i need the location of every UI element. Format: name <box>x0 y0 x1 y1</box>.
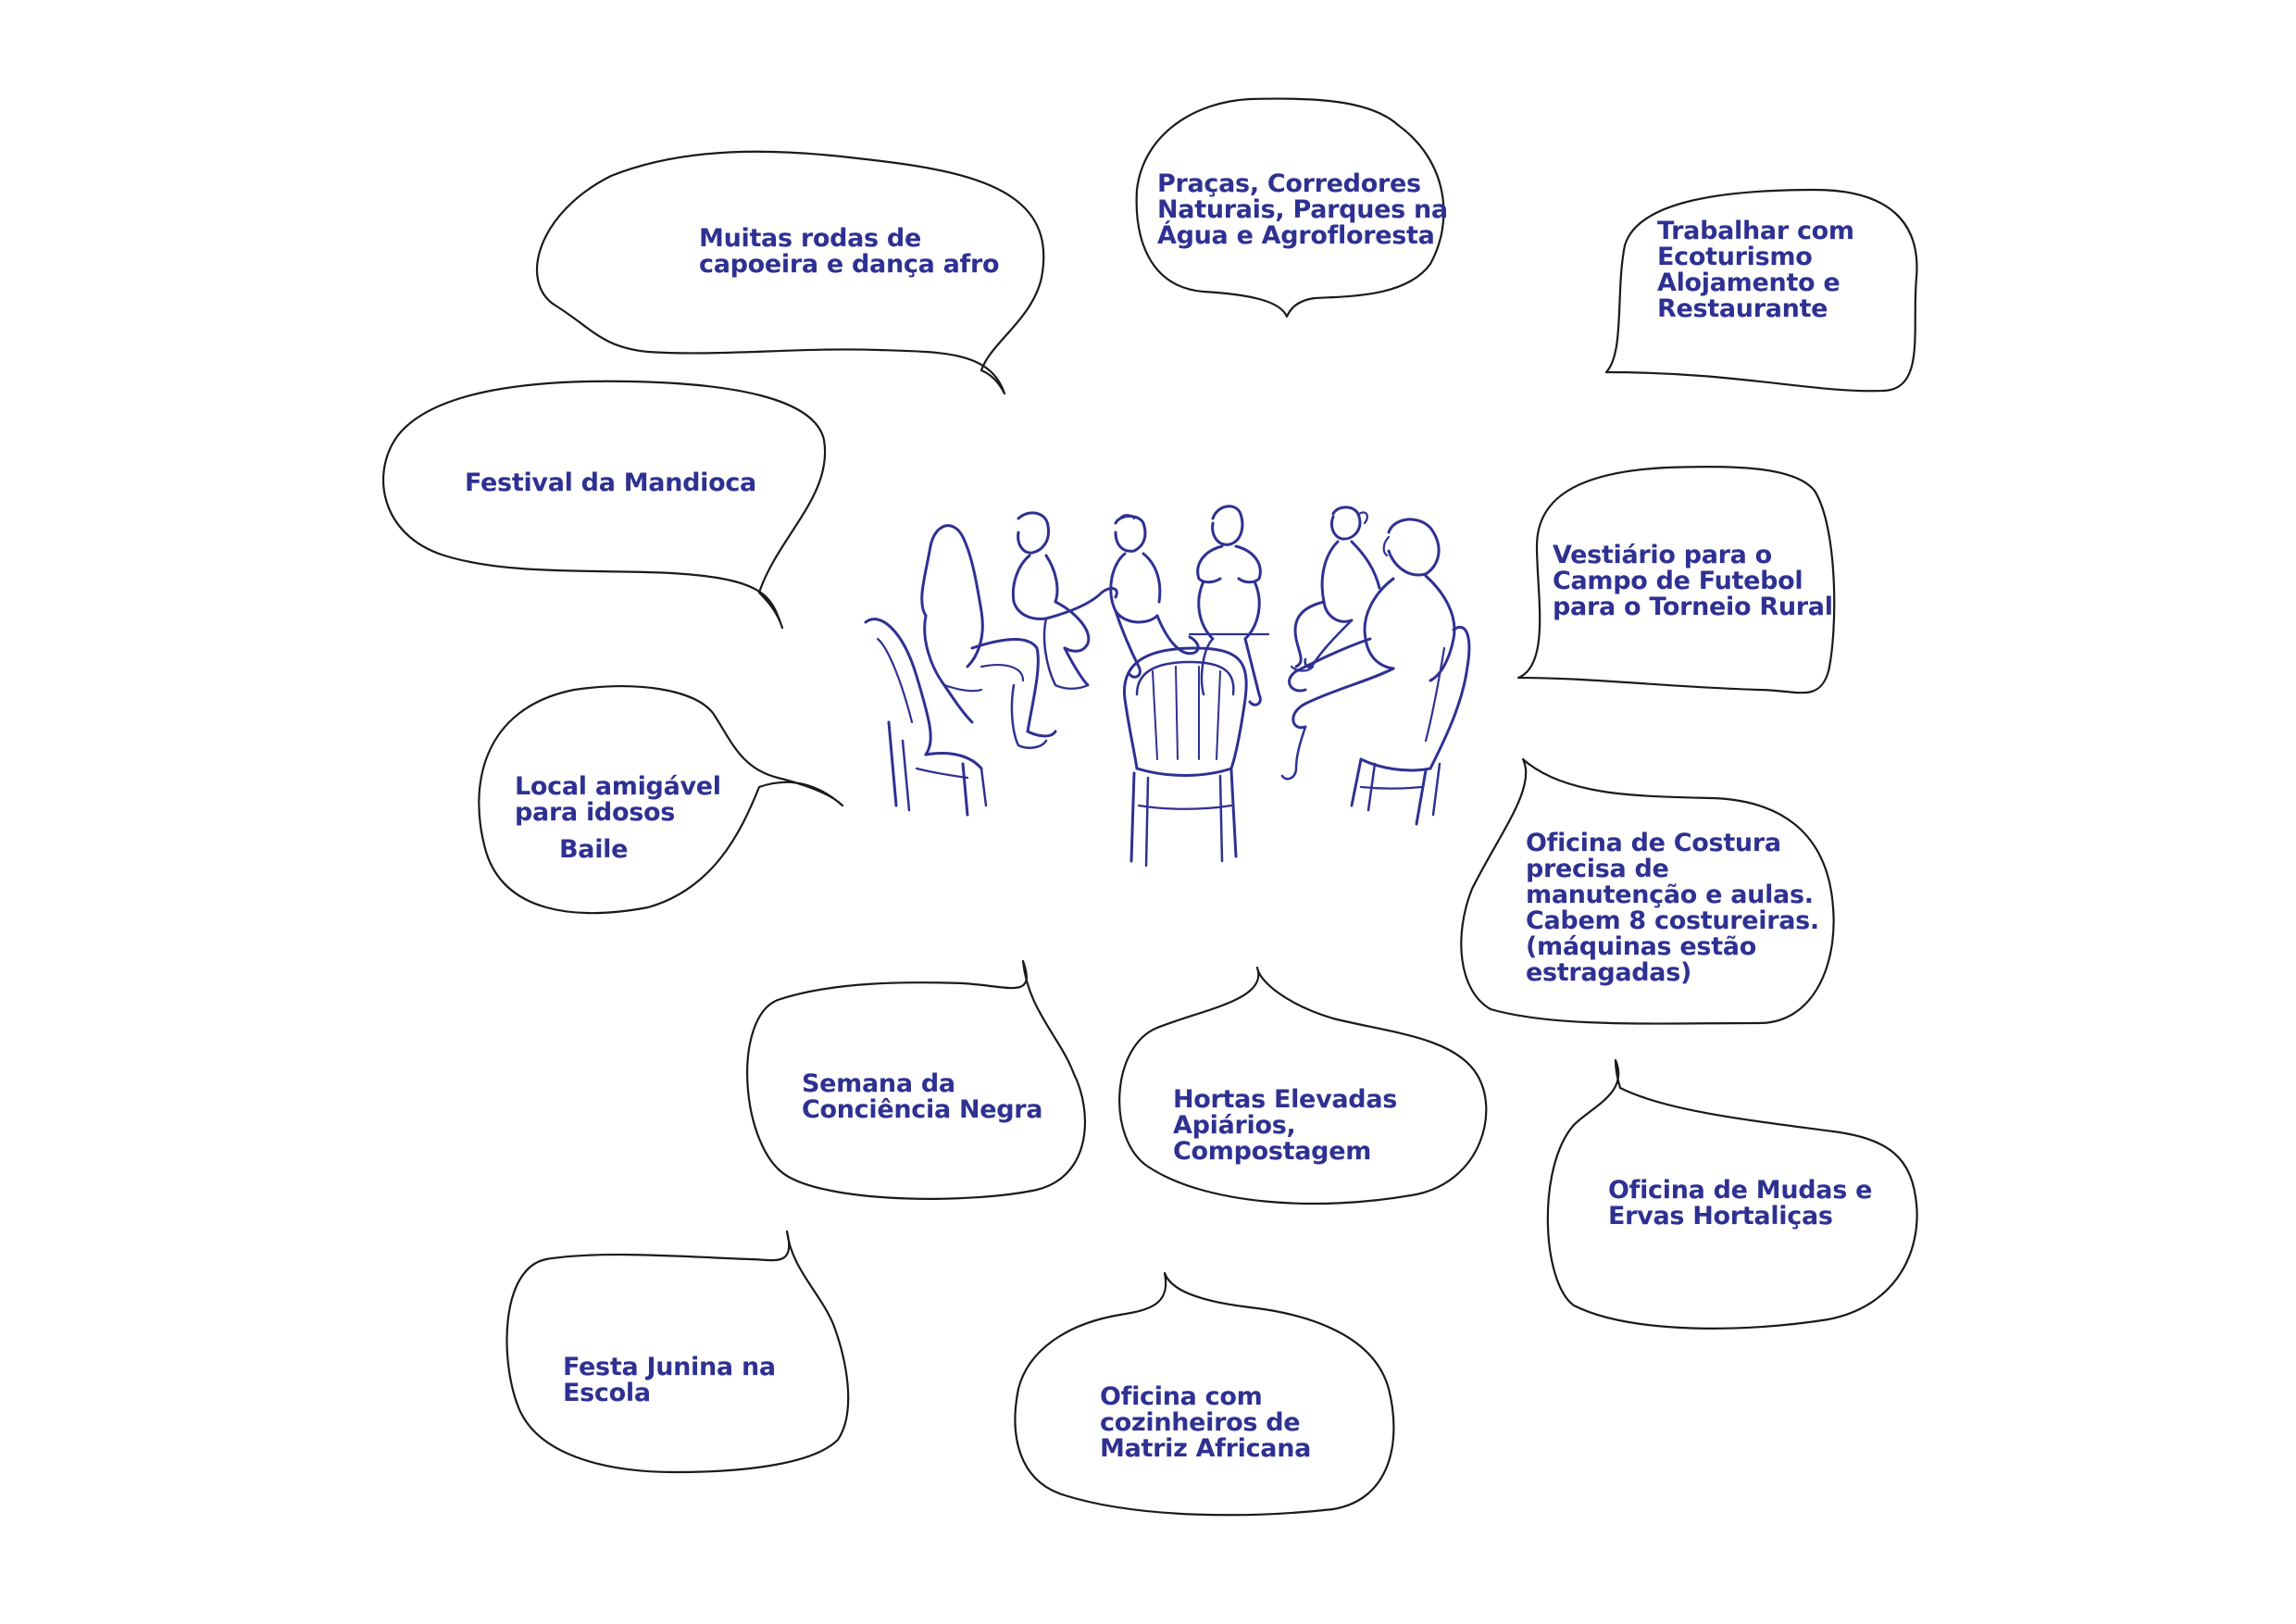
bubble-mudas-text: Oficina de Mudas e Ervas Hortaliças <box>1608 1176 1873 1230</box>
bubble-ecoturismo-outline <box>1604 188 1918 393</box>
bubble-consciencia-text: Semana da Conciência Negra <box>802 1069 1043 1124</box>
bubble-pracas-outline <box>1135 97 1445 319</box>
bubble-mudas-outline <box>1546 1058 1918 1330</box>
bubble-cozinheiros-text: Oficina com cozinheiros de Matriz Africa… <box>1100 1382 1312 1463</box>
bubble-hortas-outline <box>1118 966 1488 1206</box>
bubble-costura-text: Oficina de Costura precisa de manutenção… <box>1526 829 1819 987</box>
bubble-baile-text: Baile <box>559 835 629 864</box>
bubble-hortas-text: Hortas Elevadas Apiários, Compostagem <box>1173 1085 1398 1166</box>
bubble-idosos-text: Local amigável para idosos <box>515 772 721 827</box>
bubble-pracas-text: Praças, Corredores Naturais, Parques na … <box>1157 169 1448 250</box>
bubble-consciencia-outline <box>746 959 1087 1200</box>
bubble-mandioca-text: Festival da Mandioca <box>465 468 756 497</box>
sketch-lines <box>864 505 1471 868</box>
bubble-junina-outline <box>505 1230 850 1474</box>
bubble-vestiario-text: Vestiário para o Campo de Futebol para o… <box>1553 541 1833 621</box>
bubble-cozinheiros-outline <box>1014 1271 1395 1517</box>
bubble-idosos-outline <box>478 685 844 915</box>
bubble-capoeira-outline <box>535 150 1045 395</box>
bubble-costura-outline <box>1460 757 1835 1025</box>
bubble-capoeira-text: Muitas rodas de capoeira e dança afro <box>699 224 1000 279</box>
bubble-vestiario-outline <box>1516 465 1836 694</box>
bubble-mandioca-outline <box>381 380 827 630</box>
bubble-junina-text: Festa Junina na Escola <box>563 1353 776 1407</box>
bubble-ecoturismo-text: Trabalhar com Ecoturismo Alojamento e Re… <box>1657 217 1854 323</box>
